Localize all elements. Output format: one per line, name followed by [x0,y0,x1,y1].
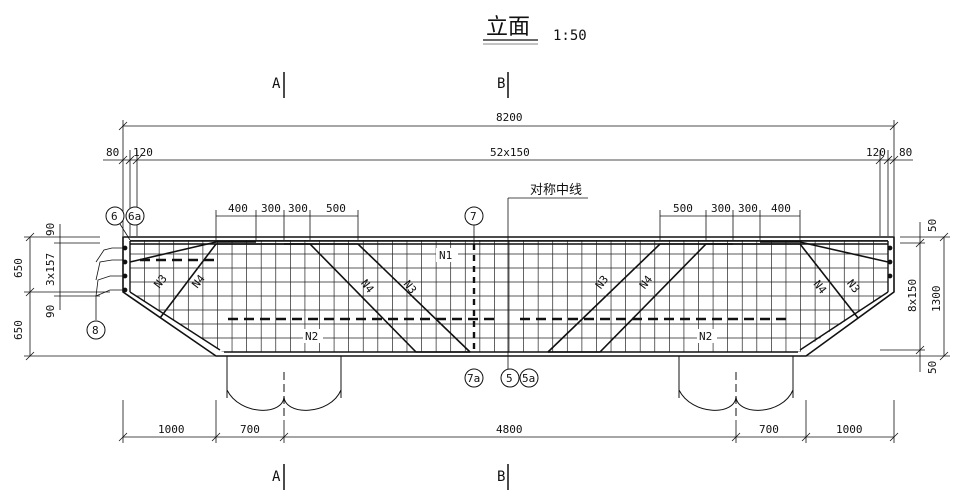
dim-bottom [118,400,899,443]
dim-bottom-5: 1000 [836,423,863,436]
label-n3-4: N3 [844,277,862,295]
dim-bottom-1: 1000 [158,423,185,436]
dim-right-total: 1300 [930,286,943,313]
label-n2-left: N2 [305,330,318,343]
dim-left-cover: 80 [106,146,119,159]
label-n2-right: N2 [699,330,712,343]
label-n1: N1 [439,249,452,262]
dim-bottom-3: 4800 [496,423,523,436]
section-a-bottom: A [272,469,281,485]
marker-5a-label: 5a [522,372,535,385]
marker-7: 7 [464,206,484,226]
dim-left-h-top: 650 [12,258,25,278]
dim-left-v2: 3x157 [44,253,57,286]
marker-6a: 6a [125,206,145,226]
dim-left-v3: 90 [44,305,57,318]
dim-top-right-1: 500 [673,202,693,215]
dim-top-left-1: 400 [228,202,248,215]
dim-right-bot: 50 [926,361,939,374]
dim-overall [118,120,899,236]
rebar-grid [130,240,888,352]
marker-8-label: 8 [92,324,99,337]
label-n3-1: N3 [151,272,169,290]
n2-bars [140,258,792,321]
dim-right-offset: 120 [866,146,886,159]
dim-top-right-2: 300 [711,202,731,215]
marker-5a: 5a [519,368,539,388]
bent-bars [129,241,889,353]
label-n4-2: N4 [358,277,377,296]
label-n3-3: N3 [593,273,611,291]
dim-left-h-bot: 650 [12,320,25,340]
pier-right [678,356,794,420]
marker-6: 6 [105,206,125,226]
dim-top-left [215,210,359,240]
section-b-bottom: B [497,469,505,485]
dim-right-vertical [806,222,950,372]
pier-left [226,356,342,420]
label-n4-3: N4 [637,273,656,292]
section-a-top: A [272,76,281,92]
label-n3-2: N3 [401,278,419,296]
dim-overall-label: 8200 [496,111,523,124]
marker-7-label: 7 [470,210,477,223]
marker-6a-label: 6a [128,210,141,223]
bar-labels: N1 N2 N2 N3 N4 N4 N3 N3 N4 N4 N3 [151,248,862,343]
dim-left-offset: 120 [133,146,153,159]
marker-6-label: 6 [111,210,118,223]
left-leaders [95,245,893,320]
marker-5: 5 [500,368,520,388]
section-b-top: B [497,76,505,92]
dim-left-v1: 90 [44,223,57,236]
marker-8: 8 [86,320,106,340]
marker-5-label: 5 [506,372,513,385]
dim-bottom-4: 700 [759,423,779,436]
dim-right-top: 50 [926,219,939,232]
dim-top-left-2: 300 [261,202,281,215]
dim-top-right [659,210,801,240]
dim-right-cover: 80 [899,146,912,159]
centerline-label: 对称中线 [530,183,582,198]
dim-bottom-2: 700 [240,423,260,436]
marker-6-leader [119,223,131,241]
drawing-title: 立面 [486,15,530,40]
centerline [507,197,588,372]
dim-top-right-4: 400 [771,202,791,215]
dim-top-left-4: 500 [326,202,346,215]
dim-right-mid: 8x150 [906,279,919,312]
dim-spacing: 52x150 [490,146,530,159]
dim-top-right-3: 300 [738,202,758,215]
dim-top-left-3: 300 [288,202,308,215]
marker-7a-label: 7a [467,372,480,385]
drawing-scale: 1:50 [553,28,587,44]
dim-left-vertical [24,224,216,361]
label-n4-4: N4 [811,278,830,297]
marker-7a: 7a [464,368,484,388]
